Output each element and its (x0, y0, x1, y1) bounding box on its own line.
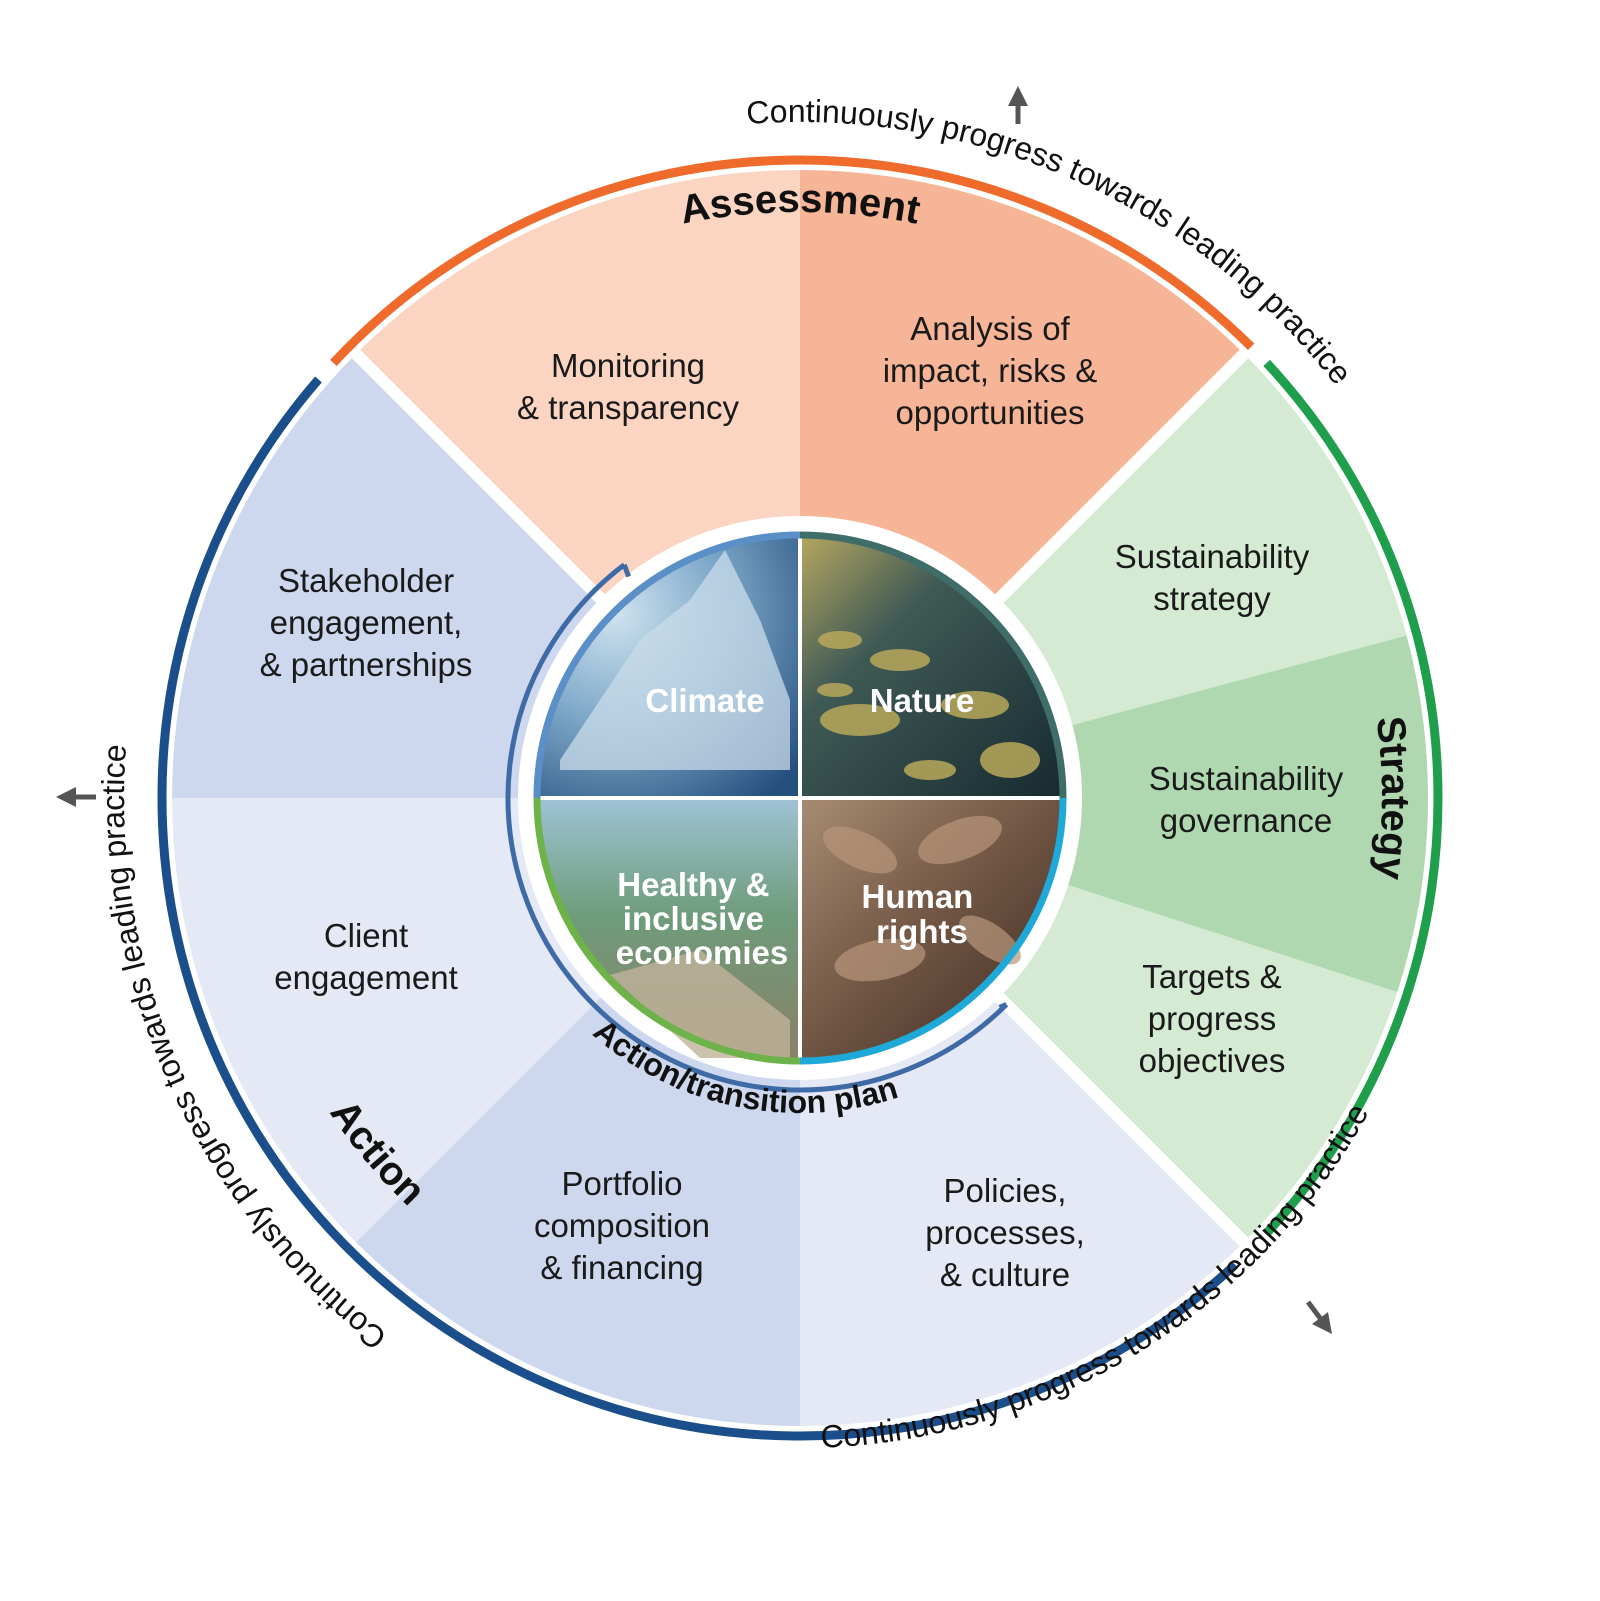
marsh-islands (817, 631, 1040, 780)
section-separator (337, 335, 608, 606)
climate-outline (533, 531, 801, 799)
analysis-label-line: impact, risks & (883, 352, 1098, 389)
monitoring-label-line: Monitoring (551, 347, 705, 384)
policies-label-line: & culture (940, 1256, 1070, 1293)
ring-hook (621, 563, 631, 578)
sust-governance-label-line: Sustainability (1149, 760, 1344, 797)
iceberg-shape (560, 550, 790, 770)
analysis-segment (800, 170, 1245, 599)
transition-plan-ring (505, 562, 1009, 1093)
client-label-line: engagement (274, 959, 457, 996)
assessment-arc (330, 155, 1255, 366)
policies-label-line: processes, (925, 1214, 1085, 1251)
outer-segments (172, 170, 1428, 1426)
sust-strategy-label-line: Sustainability (1115, 538, 1310, 575)
sust-strategy-segment (999, 353, 1407, 726)
economies-outline (533, 797, 801, 1065)
human-rights-outline (799, 797, 1067, 1065)
climate-label: Climate (645, 682, 764, 719)
stakeholder-label: Stakeholder engagement, & partnerships (260, 562, 473, 683)
strategy-arc (1263, 359, 1443, 1237)
sust-governance-segment (1068, 635, 1428, 993)
section-separator (992, 335, 1263, 606)
targets-label: Targets & progress objectives (1139, 958, 1286, 1079)
section-arcs (157, 155, 1443, 1441)
client-label-line: Client (324, 917, 408, 954)
portfolio-label: Portfolio composition & financing (534, 1165, 710, 1286)
section-separator (992, 990, 1263, 1261)
pier-shape (610, 950, 790, 1058)
portfolio-label-line: & financing (540, 1249, 703, 1286)
sust-strategy-label: Sustainability strategy (1115, 538, 1310, 617)
portfolio-label-line: Portfolio (561, 1165, 682, 1202)
client-label: Client engagement (274, 917, 457, 996)
stakeholder-label-line: engagement, (270, 604, 463, 641)
hands-shapes (822, 815, 1021, 982)
sust-governance-label: Sustainability governance (1149, 760, 1344, 839)
arrow-down-right-icon (1306, 1300, 1332, 1334)
sust-governance-label-line: governance (1160, 802, 1332, 839)
policies-label-line: Policies, (944, 1172, 1067, 1209)
progress-arrows (56, 86, 1332, 1334)
client-segment (172, 798, 601, 1243)
segment-labels: Monitoring & transparency Analysis of impac… (260, 310, 1344, 1293)
sust-strategy-label-line: strategy (1153, 580, 1271, 617)
center-disc: Climate Nature Healthy & inclusive econo… (528, 526, 1072, 1070)
monitoring-label: Monitoring & transparency (517, 347, 739, 426)
targets-label-line: objectives (1139, 1042, 1286, 1079)
ring-hook (998, 1002, 1008, 1010)
analysis-label: Analysis of impact, risks & opportunities (883, 310, 1098, 431)
analysis-label-line: opportunities (896, 394, 1085, 431)
portfolio-segment (355, 997, 800, 1426)
analysis-label-line: Analysis of (910, 310, 1070, 347)
stakeholder-segment (172, 353, 601, 798)
human-rights-label: Human rights (861, 878, 982, 950)
stakeholder-label-line: Stakeholder (278, 562, 454, 599)
targets-segment (999, 885, 1398, 1243)
stakeholder-label-line: & partnerships (260, 646, 473, 683)
nature-label: Nature (870, 682, 975, 719)
monitoring-label-line: & transparency (517, 389, 739, 426)
targets-label-line: Targets & (1142, 958, 1281, 995)
policies-label: Policies, processes, & culture (925, 1172, 1085, 1293)
economies-label: Healthy & inclusive economies (616, 866, 788, 971)
segment-separators (337, 335, 1263, 1261)
policies-segment (800, 997, 1245, 1426)
targets-label-line: progress (1148, 1000, 1276, 1037)
portfolio-label-line: composition (534, 1207, 710, 1244)
nature-outline (799, 531, 1067, 799)
action-arc (157, 376, 1239, 1441)
monitoring-segment (355, 170, 800, 599)
strategy-title: Strategy (1368, 714, 1418, 883)
transition-plan-arc (505, 562, 1009, 1093)
